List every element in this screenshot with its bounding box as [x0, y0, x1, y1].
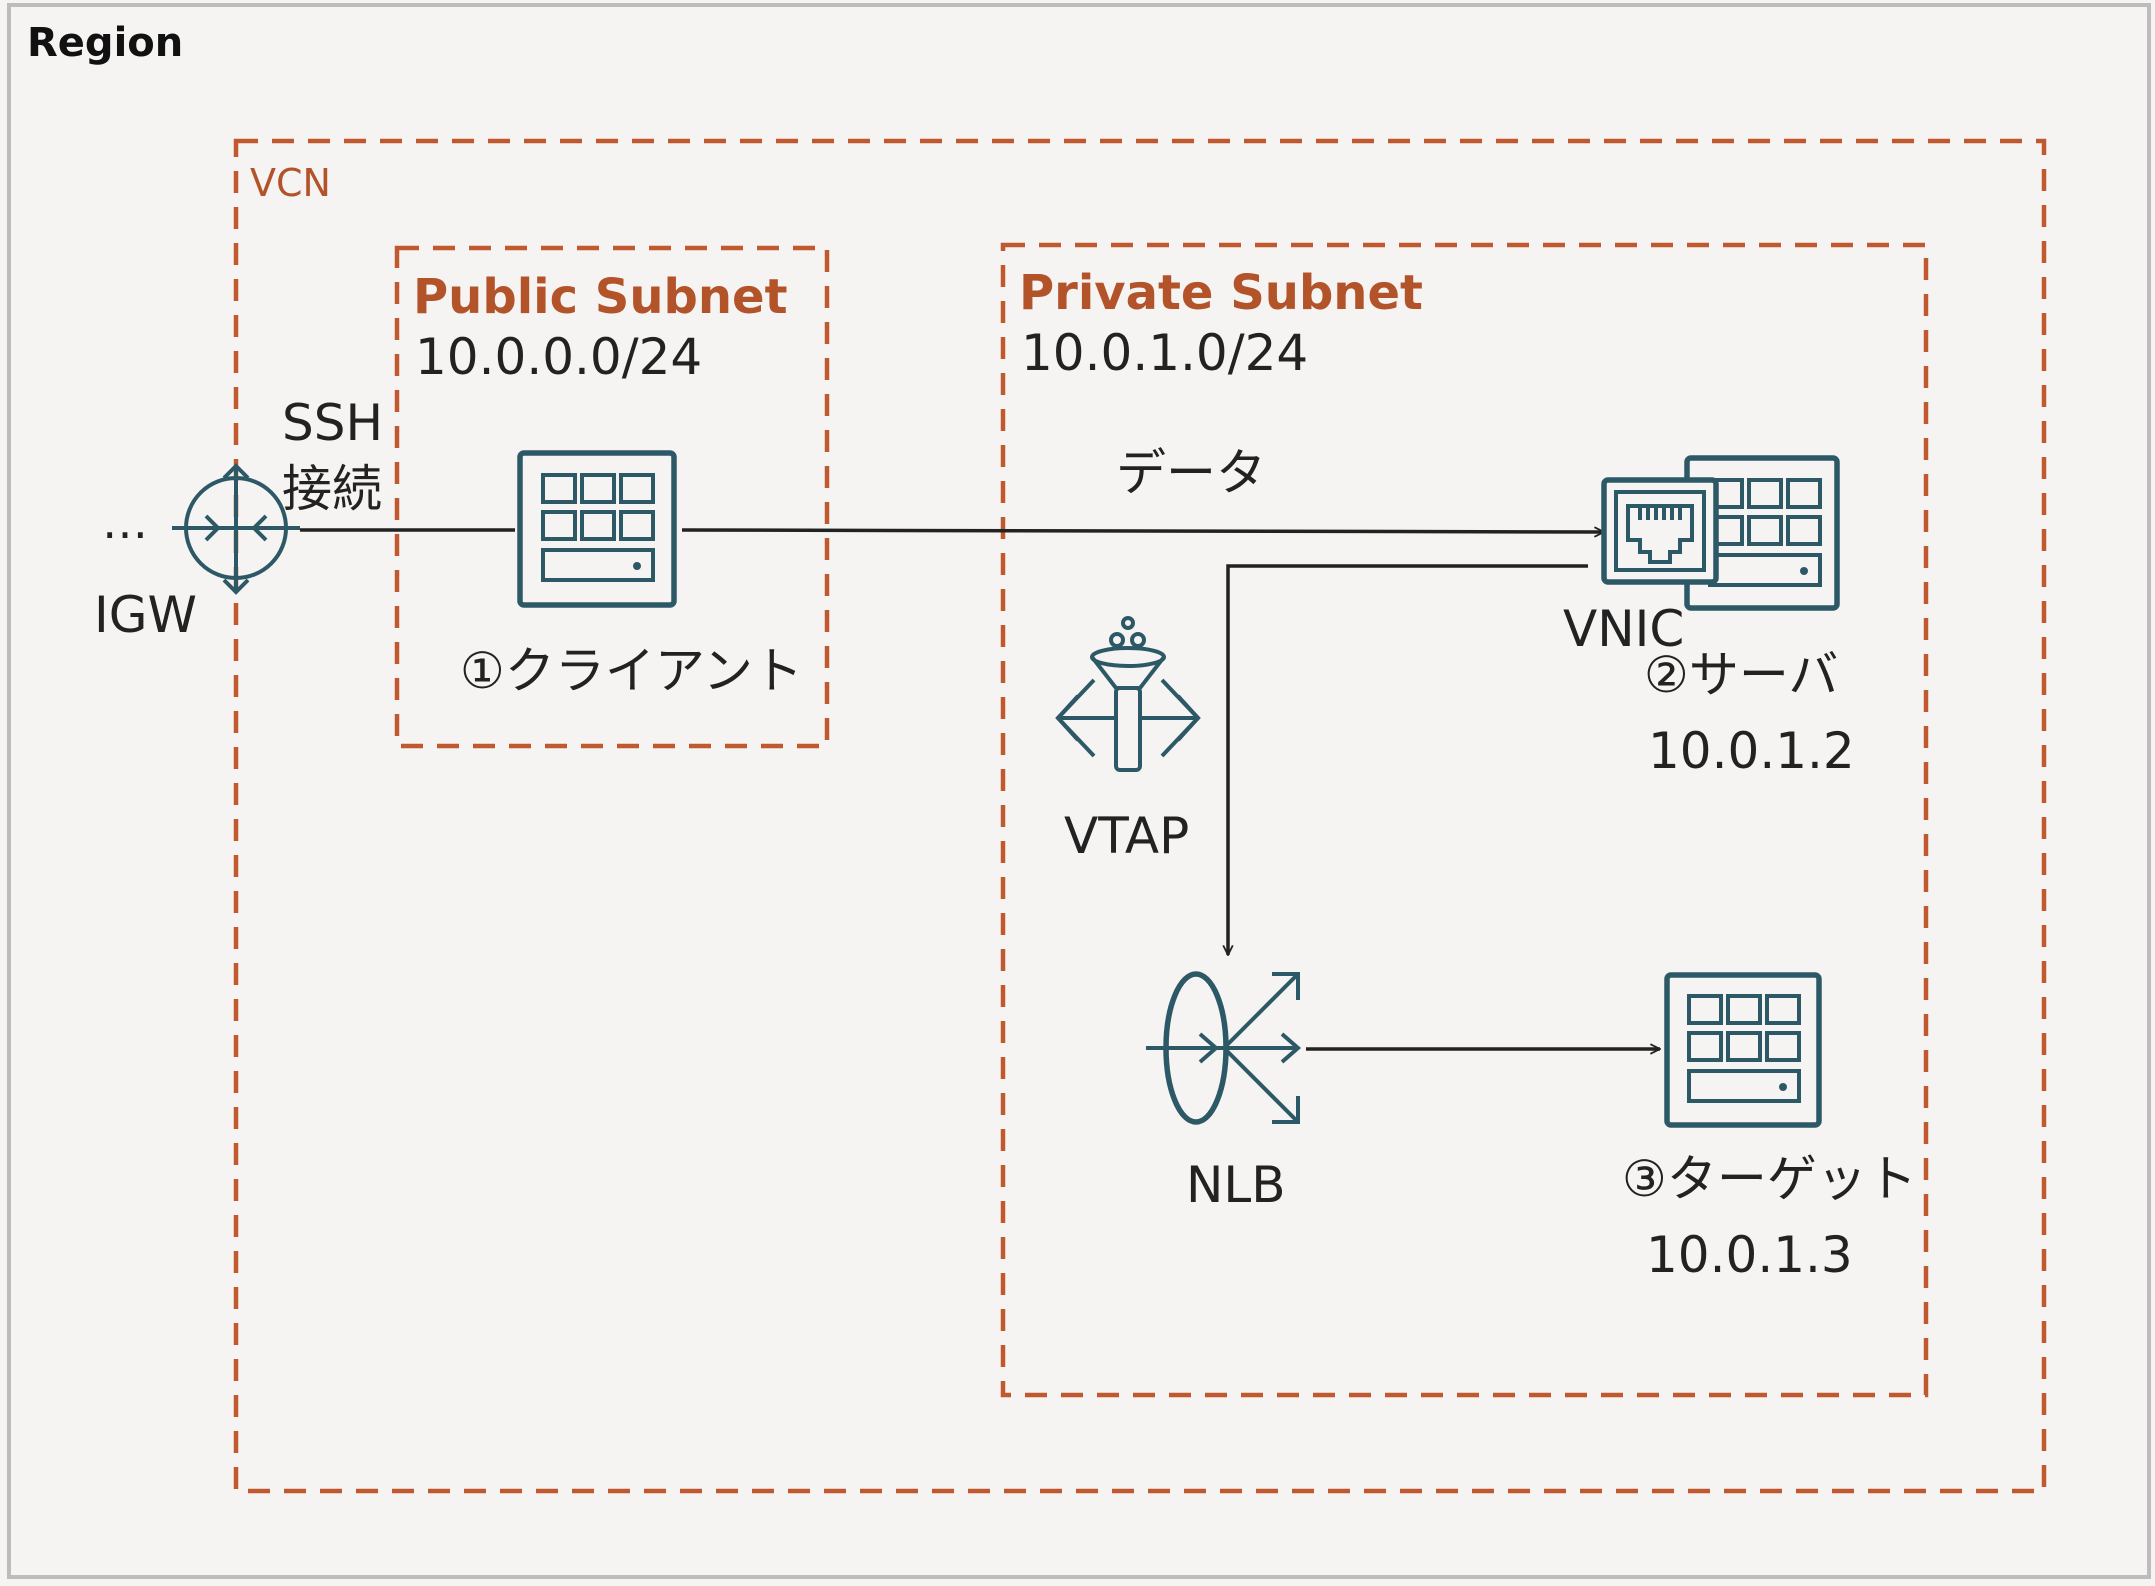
- ssh-label-line1: SSH: [282, 394, 383, 452]
- vcn-container: [233, 138, 2047, 1494]
- mirror-flow-line: [1228, 564, 1588, 955]
- ssh-label-line2: 接続: [282, 460, 382, 518]
- target-label: ③ターゲット: [1622, 1150, 1917, 1208]
- igw-icon: [172, 463, 300, 595]
- target-compute-icon: [1664, 972, 1822, 1128]
- vtap-icon: [1055, 616, 1201, 772]
- vcn-label: VCN: [250, 161, 331, 205]
- private-subnet-container: [1000, 242, 1929, 1398]
- igw-ellipsis: …: [102, 495, 148, 549]
- private-subnet-cidr: 10.0.1.0/24: [1021, 324, 1308, 382]
- region-label: Region: [27, 20, 183, 66]
- target-ip: 10.0.1.3: [1646, 1226, 1853, 1284]
- data-label: データ: [1116, 444, 1266, 502]
- private-subnet-name: Private Subnet: [1019, 265, 1423, 321]
- nlb-icon: [1146, 971, 1302, 1125]
- nlb-label: NLB: [1186, 1156, 1286, 1214]
- server-label: ②サーバ: [1644, 646, 1838, 704]
- vnic-label: VNIC: [1563, 600, 1684, 658]
- vnic-icon: [1601, 477, 1719, 585]
- vtap-label: VTAP: [1064, 807, 1189, 865]
- client-label: ①クライアント: [460, 642, 803, 700]
- client-compute-icon: [517, 450, 677, 608]
- public-subnet-name: Public Subnet: [413, 269, 788, 325]
- server-ip: 10.0.1.2: [1648, 722, 1855, 780]
- region-container: [7, 3, 2151, 1579]
- public-subnet-cidr: 10.0.0.0/24: [415, 328, 702, 386]
- igw-label: IGW: [94, 586, 197, 644]
- data-flow-line: [681, 530, 1604, 532]
